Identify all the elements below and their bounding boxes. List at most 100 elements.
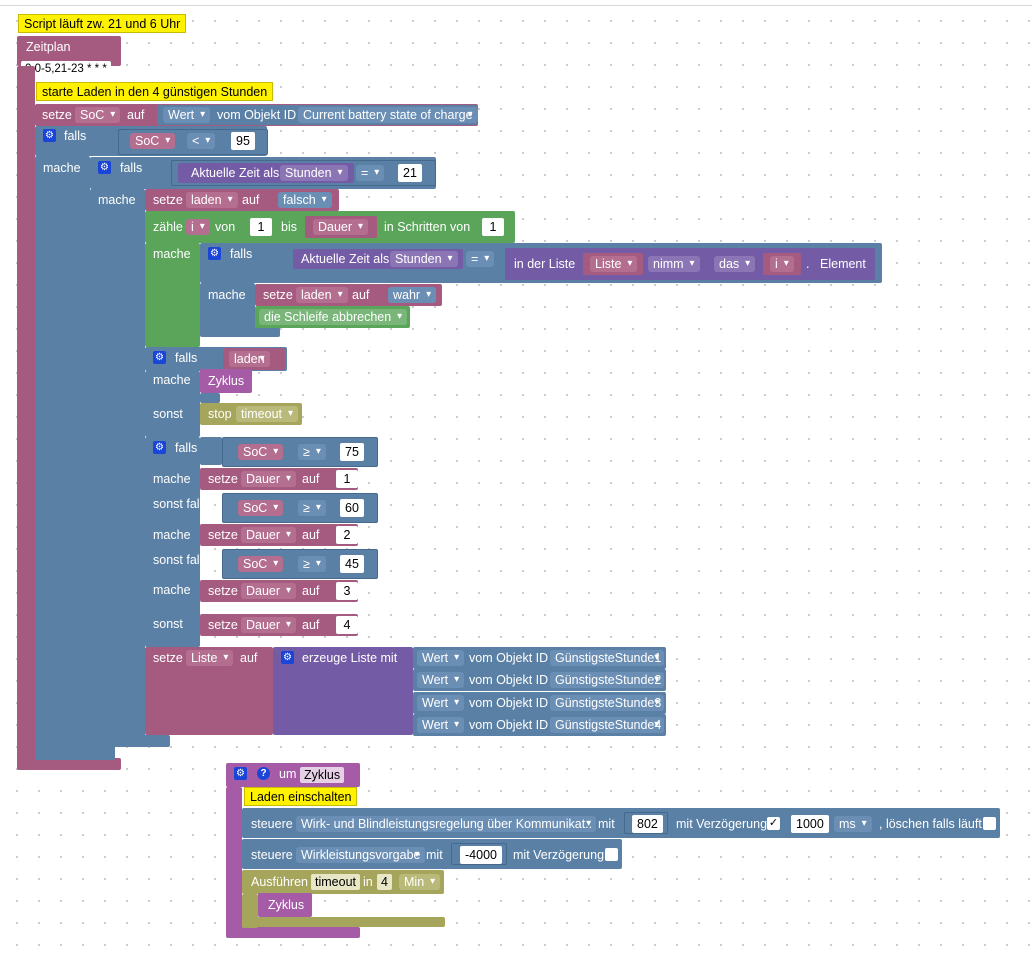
set-list-auf: auf [240,651,258,665]
count-loop-step[interactable]: 1 [482,218,504,236]
set-laden-false-var-dropdown[interactable]: laden [186,192,238,208]
stop-timeout-label: stop [208,407,232,421]
control-1-clear-label: , löschen falls läuft [879,817,982,831]
list-get-index-dropdown[interactable]: i [770,256,794,272]
compare-soc-var-dropdown[interactable]: SoC [130,133,176,149]
timeout-call-zyklus-block[interactable] [258,893,312,917]
if-hour-gear-icon[interactable]: ⚙ [98,161,111,174]
control-1-target[interactable]: Wirk- und Blindleistungsregelung über Ko… [296,816,597,832]
stop-timeout-dropdown[interactable]: timeout [236,406,298,422]
compare-hour-op-dropdown[interactable]: = [356,165,385,181]
set-dauer-2-value[interactable]: 2 [336,526,358,544]
set-soc-var-dropdown[interactable]: SoC [75,107,121,123]
duration-if-sonst-falls-2: sonst falls [153,553,209,567]
duration-if-body[interactable] [145,437,200,647]
inner-time-unit-dropdown[interactable]: Stunden [390,251,458,267]
schedule-cron-field[interactable]: 0 0-5,21-23 * * * [21,61,111,77]
count-loop-to-dropdown[interactable]: Dauer [313,219,369,235]
break-loop-dropdown[interactable]: die Schleife abbrechen [259,309,408,325]
set-laden-true-value-dropdown[interactable]: wahr [388,287,437,303]
set-dauer-3-value[interactable]: 3 [336,582,358,600]
count-loop-from[interactable]: 1 [250,218,272,236]
set-soc-auf: auf [127,108,145,122]
compare-soc45-value[interactable]: 45 [340,555,364,573]
list-get-var-dropdown[interactable]: Liste [590,256,638,272]
get-value-obj-id[interactable]: Current battery state of charge [298,107,478,123]
compare-hour-value[interactable]: 21 [398,164,422,182]
comment-charge[interactable]: starte Laden in den 4 günstigen Stunden [36,82,274,101]
get-value-dropdown[interactable]: Wert [163,107,211,123]
if-laden-var-label[interactable]: laden [229,351,270,367]
list-item-2-obj-id[interactable]: GünstigsteStunde2 [550,672,665,688]
compare-soc45-op-dropdown[interactable]: ≥ [298,556,326,572]
compare-soc-value[interactable]: 95 [231,132,255,150]
count-loop-step-label: in Schritten von [384,220,471,234]
compare-soc75-value[interactable]: 75 [340,443,364,461]
set-dauer-1-value[interactable]: 1 [336,470,358,488]
timeout-name-field[interactable]: timeout [311,874,360,890]
control-1-unit-dropdown[interactable]: ms [834,816,872,832]
set-laden-true-var-dropdown[interactable]: laden [296,287,348,303]
function-gear-icon[interactable]: ⚙ [234,767,247,780]
inner-compare-op-dropdown[interactable]: = [466,251,495,267]
list-item-4-obj-id[interactable]: GünstigsteStunde4 [550,717,665,733]
set-list-var-dropdown[interactable]: Liste [186,650,234,666]
list-item-4-dropdown[interactable]: Wert [417,717,465,733]
comment-laden-einschalten[interactable]: Laden einschalten [244,787,358,806]
inner-if-gear-icon[interactable]: ⚙ [208,247,221,260]
compare-soc75-op-dropdown[interactable]: ≥ [298,444,326,460]
compare-soc-op-dropdown[interactable]: < [187,133,216,149]
inner-if-mache: mache [208,288,246,302]
comment-script-time[interactable]: Script läuft zw. 21 und 6 Uhr [18,14,187,33]
if-laden-gear-icon[interactable]: ⚙ [153,351,166,364]
if-hour-mache: mache [98,193,136,207]
duration-if-mache-1: mache [153,472,191,486]
if-hour-bottom [90,735,170,747]
set-dauer-1-var-dropdown[interactable]: Dauer [241,471,297,487]
current-time-unit-dropdown[interactable]: Stunden [280,165,348,181]
list-item-3-dropdown[interactable]: Wert [417,695,465,711]
function-help-icon[interactable]: ? [257,767,270,780]
set-dauer-4-value[interactable]: 4 [336,616,358,634]
control-1-delay-checkbox[interactable]: ✓ [767,817,780,830]
control-2-delay-checkbox[interactable] [605,848,618,861]
list-item-1-dropdown[interactable]: Wert [417,650,465,666]
if-laden-sonst: sonst [153,407,183,421]
compare-soc60-value[interactable]: 60 [340,499,364,517]
control-1-mit: mit [598,817,615,831]
list-get-element-label: Element [820,257,866,271]
set-dauer-3-var-dropdown[interactable]: Dauer [241,583,297,599]
list-item-3-obj-id[interactable]: GünstigsteStunde3 [550,695,665,711]
control-1-value[interactable]: 802 [632,815,663,833]
if-soc-gear-icon[interactable]: ⚙ [43,129,56,142]
compare-soc60-var-dropdown[interactable]: SoC [238,500,284,516]
compare-soc45-var-dropdown[interactable]: SoC [238,556,284,572]
set-soc-setze: setze [42,108,72,122]
set-dauer-4-var-dropdown[interactable]: Dauer [241,617,297,633]
set-laden-false-value-dropdown[interactable]: falsch [278,192,332,208]
set-dauer-2-setze: setze [208,528,238,542]
list-get-action-dropdown[interactable]: nimm [648,256,700,272]
timeout-unit-dropdown[interactable]: Min [399,874,441,890]
compare-soc60-op-dropdown[interactable]: ≥ [298,500,326,516]
control-1-delay-value[interactable]: 1000 [791,815,829,833]
control-2-target[interactable]: Wirkleistungsvorgabe [296,847,425,863]
create-list-gear-icon[interactable]: ⚙ [281,651,294,664]
list-item-1-obj-id[interactable]: GünstigsteStunde1 [550,650,665,666]
function-name-field[interactable]: Zyklus [300,767,345,783]
compare-soc75-var-dropdown[interactable]: SoC [238,444,284,460]
create-list-block[interactable] [273,647,413,735]
count-loop-var-dropdown[interactable]: i [186,219,210,235]
control-1-clear-checkbox[interactable] [983,817,996,830]
duration-if-gear-icon[interactable]: ⚙ [153,441,166,454]
list-get-position-dropdown[interactable]: das [714,256,756,272]
timeout-value-field[interactable]: 4 [377,874,392,890]
create-list-label: erzeuge Liste mit [302,651,398,665]
duration-if-mache-3: mache [153,583,191,597]
control-2-value[interactable]: -4000 [460,846,502,864]
list-item-2-dropdown[interactable]: Wert [417,672,465,688]
timeout-in: in [363,875,373,889]
call-zyklus-block[interactable] [200,369,252,393]
set-dauer-2-var-dropdown[interactable]: Dauer [241,527,297,543]
set-laden-false-setze: setze [153,193,183,207]
